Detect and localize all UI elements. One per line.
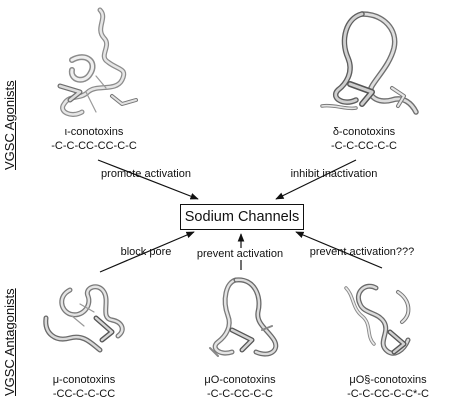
arrow-mu-o-s-to-sodium-channels — [295, 231, 383, 269]
mu-conotoxin-structure — [43, 284, 125, 353]
mu-o-conotoxin-pattern: -C-C-CC-C-C — [207, 388, 273, 400]
effect-promote-activation: promote activation — [101, 168, 191, 180]
arrow-mu-to-sodium-channels — [99, 231, 195, 273]
mu-o-s-conotoxin-name: μO§-conotoxins — [349, 374, 427, 386]
arrow-iota-to-sodium-channels — [97, 159, 199, 200]
vgsc-agonists-label: VGSC Agonists — [2, 80, 17, 170]
effect-block-pore: block pore — [120, 246, 172, 258]
vgsc-antagonists-label: VGSC Antagonists — [2, 288, 17, 396]
delta-conotoxin-name: δ-conotoxins — [332, 126, 396, 138]
mu-o-conotoxin-name: μO-conotoxins — [204, 374, 276, 386]
arrow-delta-to-sodium-channels — [275, 159, 357, 200]
mu-o-s-conotoxin-structure — [344, 283, 411, 356]
mu-conotoxin-pattern: -CC-C-C-CC — [52, 388, 116, 400]
mu-o-conotoxin-structure — [209, 277, 279, 357]
sodium-channels-box: Sodium Channels — [180, 204, 304, 230]
effect-prevent-activation: prevent activation — [194, 248, 286, 260]
delta-conotoxin-pattern: -C-C-CC-C-C — [331, 140, 397, 152]
mu-conotoxin-name: μ-conotoxins — [52, 374, 116, 386]
mu-o-s-conotoxin-pattern: -C-C-CC-C-C*-C — [347, 388, 429, 400]
iota-conotoxin-pattern: -C-C-CC-CC-C-C — [51, 140, 137, 152]
delta-conotoxin-structure — [320, 11, 419, 115]
iota-conotoxin-name: ι-conotoxins — [64, 126, 124, 138]
effect-prevent-activation-uncertain: prevent activation??? — [309, 246, 415, 258]
iota-conotoxin-structure — [57, 7, 138, 117]
effect-inhibit-inactivation: inhibit inactivation — [290, 168, 378, 180]
